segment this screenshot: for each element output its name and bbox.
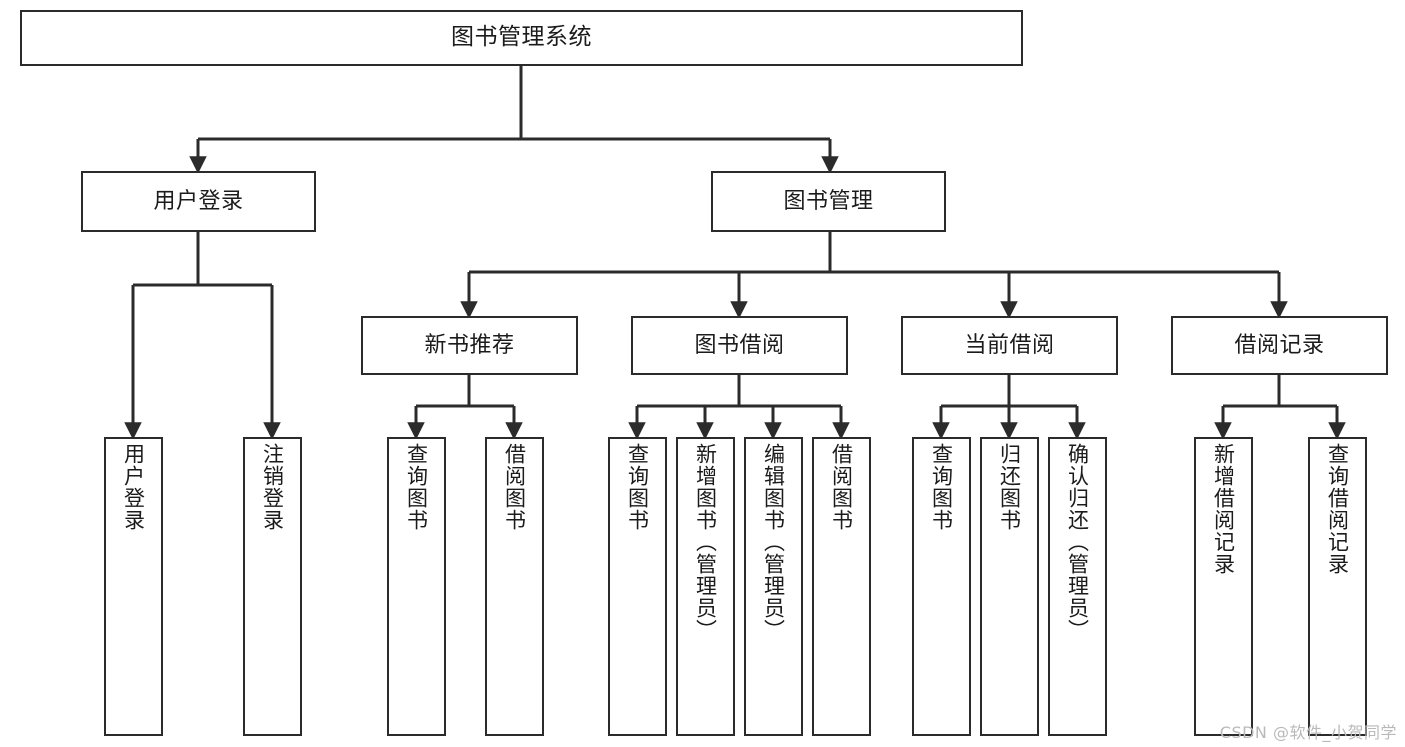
node-leaf-logout[interactable]: 注销登录 xyxy=(243,437,302,736)
node-leaf-query-book-3-label: 查询图书 xyxy=(929,443,954,531)
node-leaf-query-book-1-label: 查询图书 xyxy=(404,443,429,531)
node-book-borrow[interactable]: 图书借阅 xyxy=(631,316,848,375)
node-leaf-add-book-label: 新增图书（管理员） xyxy=(693,443,718,641)
node-leaf-add-record[interactable]: 新增借阅记录 xyxy=(1194,437,1253,736)
node-leaf-query-record[interactable]: 查询借阅记录 xyxy=(1308,437,1367,736)
node-leaf-edit-book-label: 编辑图书（管理员） xyxy=(761,443,786,641)
node-leaf-borrow-book-2[interactable]: 借阅图书 xyxy=(812,437,871,736)
node-book-borrow-label: 图书借阅 xyxy=(694,332,785,358)
node-leaf-query-book-2[interactable]: 查询图书 xyxy=(608,437,667,736)
node-leaf-query-record-label: 查询借阅记录 xyxy=(1325,443,1350,575)
node-leaf-query-book-2-label: 查询图书 xyxy=(625,443,650,531)
node-borrow-record-label: 借阅记录 xyxy=(1234,332,1325,358)
node-leaf-borrow-book-1[interactable]: 借阅图书 xyxy=(485,437,544,736)
node-user-login-label: 用户登录 xyxy=(153,188,244,214)
node-leaf-add-record-label: 新增借阅记录 xyxy=(1211,443,1236,575)
node-book-manage-label: 图书管理 xyxy=(783,188,874,214)
node-leaf-confirm-return-label: 确认归还（管理员） xyxy=(1065,443,1090,641)
csdn-watermark: CSDN @软件_小贺同学 xyxy=(1219,723,1397,742)
node-user-login[interactable]: 用户登录 xyxy=(81,171,316,232)
node-leaf-borrow-book-2-label: 借阅图书 xyxy=(829,443,854,531)
node-leaf-add-book[interactable]: 新增图书（管理员） xyxy=(676,437,735,736)
node-leaf-user-login[interactable]: 用户登录 xyxy=(104,437,163,736)
node-leaf-query-book-1[interactable]: 查询图书 xyxy=(387,437,446,736)
node-leaf-return-book-label: 归还图书 xyxy=(997,443,1022,531)
node-current-borrow[interactable]: 当前借阅 xyxy=(901,316,1118,375)
node-leaf-query-book-3[interactable]: 查询图书 xyxy=(912,437,971,736)
node-leaf-user-login-label: 用户登录 xyxy=(121,443,146,531)
node-leaf-edit-book[interactable]: 编辑图书（管理员） xyxy=(744,437,803,736)
node-leaf-confirm-return[interactable]: 确认归还（管理员） xyxy=(1048,437,1107,736)
node-borrow-record[interactable]: 借阅记录 xyxy=(1171,316,1388,375)
node-leaf-return-book[interactable]: 归还图书 xyxy=(980,437,1039,736)
node-leaf-borrow-book-1-label: 借阅图书 xyxy=(502,443,527,531)
node-new-book-recommend-label: 新书推荐 xyxy=(424,332,515,358)
node-new-book-recommend[interactable]: 新书推荐 xyxy=(361,316,578,375)
node-root[interactable]: 图书管理系统 xyxy=(20,10,1023,66)
node-current-borrow-label: 当前借阅 xyxy=(964,332,1055,358)
node-book-manage[interactable]: 图书管理 xyxy=(711,171,946,232)
node-leaf-logout-label: 注销登录 xyxy=(260,443,285,531)
node-root-label: 图书管理系统 xyxy=(451,24,592,51)
